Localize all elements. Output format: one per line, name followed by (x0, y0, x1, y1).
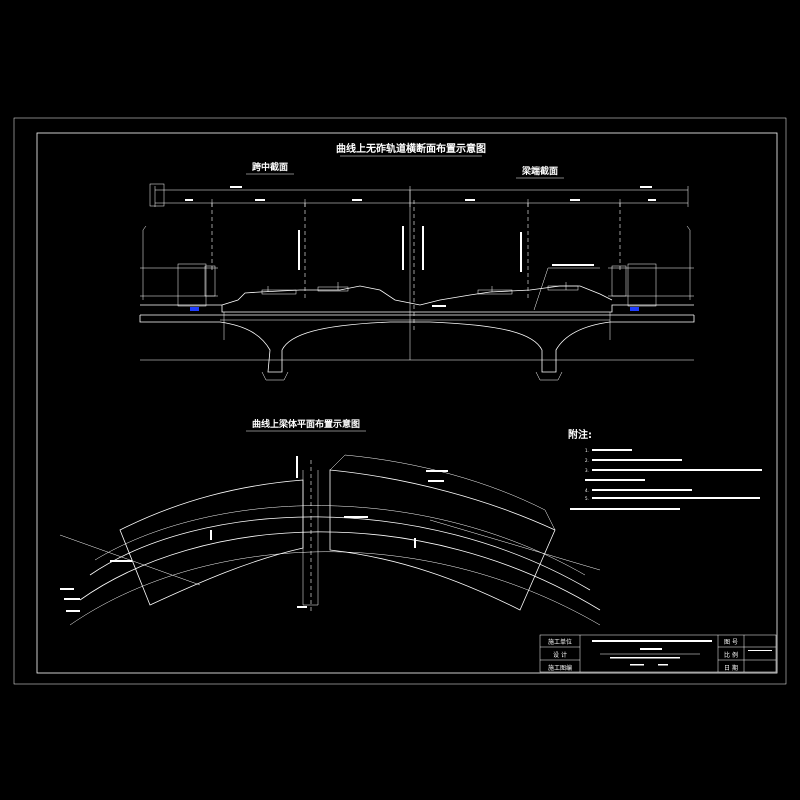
tb-r2-label: 设 计 (553, 651, 567, 659)
tb-r1-label: 施工单位 (548, 638, 572, 646)
tb-r2-right: 比 例 (724, 651, 738, 659)
note-5: 5. (585, 496, 589, 501)
section-title: 曲线上无砟轨道横断面布置示意图 (336, 142, 486, 155)
drain-marker-left (190, 307, 199, 311)
tb-r1-right: 图 号 (724, 639, 738, 646)
note-1: 1. (585, 448, 589, 453)
note-2: 2. (585, 458, 589, 463)
inner-frame (36, 132, 778, 674)
tb-r3-label: 施工图编 (548, 664, 572, 672)
drain-marker-right (630, 307, 639, 311)
notes-block: 附注: 1. 2. 3. 4. 5. (568, 428, 762, 510)
note-4: 4. (585, 488, 589, 493)
notes-title: 附注: (568, 428, 592, 441)
tb-r3-right: 日 期 (724, 664, 738, 672)
title-block: 施工单位 设 计 施工图编 图 号 比 例 日 期 (539, 634, 777, 673)
plan-title: 曲线上梁体平面布置示意图 (252, 418, 360, 430)
plan-view (59, 454, 601, 626)
note-3: 3. (585, 468, 589, 473)
support-label: 梁端截面 (521, 165, 558, 177)
cross-section (139, 183, 695, 381)
sheet-border (13, 117, 787, 685)
midspan-label: 跨中截面 (252, 161, 288, 173)
